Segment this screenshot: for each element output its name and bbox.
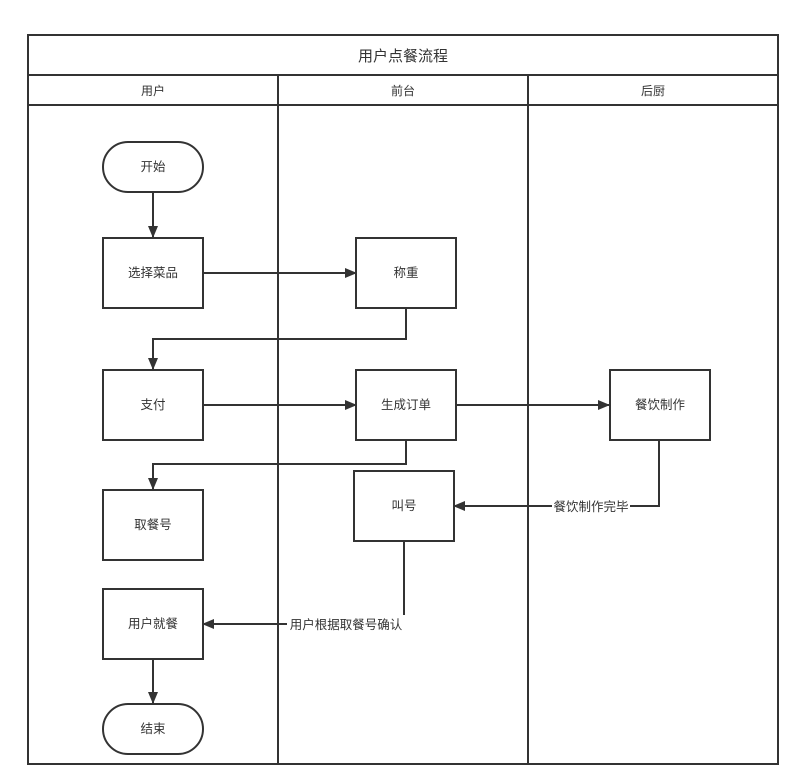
- node-pay: [102, 369, 204, 441]
- node-call-number: [353, 470, 455, 542]
- edge-label-confirm: 用户根据取餐号确认: [287, 615, 405, 633]
- node-weigh-label: 称重: [393, 265, 418, 280]
- edge-cook-to-call: [453, 440, 660, 511]
- lane-header-kitchen: 后厨: [641, 84, 665, 98]
- node-cook-label: 餐饮制作: [635, 397, 686, 412]
- node-dine: [102, 588, 204, 660]
- node-create-order-label: 生成订单: [381, 397, 431, 412]
- node-end-label: 结束: [140, 721, 166, 736]
- node-dine-label: 用户就餐: [128, 616, 179, 631]
- swimlane-pool: [27, 34, 779, 765]
- node-weigh: [355, 237, 457, 309]
- node-start: [102, 141, 204, 193]
- diagram-title: 用户点餐流程: [358, 47, 448, 65]
- node-end: [102, 703, 204, 755]
- node-cook: [609, 369, 711, 441]
- edge-label-cook-done-text: 餐饮制作完毕: [553, 499, 628, 514]
- edge-label-confirm-text: 用户根据取餐号确认: [290, 617, 403, 632]
- flowchart-node-labels: 开始 选择菜品 称重 支付 生成订单 餐饮制作 取餐号 叫号 用户就餐 结束: [128, 159, 686, 736]
- node-select-dish: [102, 237, 204, 309]
- edge-order-to-take-number: [148, 440, 407, 490]
- node-take-number-label: 取餐号: [134, 517, 172, 532]
- edge-weigh-to-pay: [148, 308, 407, 370]
- node-start-label: 开始: [140, 159, 166, 174]
- edge-call-to-dine: [202, 541, 405, 629]
- edge-label-cook-done: 餐饮制作完毕: [552, 497, 630, 515]
- node-take-number: [102, 489, 204, 561]
- node-pay-label: 支付: [140, 397, 165, 412]
- pool-border: [27, 34, 779, 765]
- node-select-dish-label: 选择菜品: [128, 265, 178, 280]
- lane-header-front-desk: 前台: [391, 83, 415, 98]
- node-call-number-label: 叫号: [391, 498, 416, 513]
- lane-header-user: 用户: [141, 83, 165, 98]
- flowchart-nodes: [102, 141, 711, 755]
- node-create-order: [355, 369, 457, 441]
